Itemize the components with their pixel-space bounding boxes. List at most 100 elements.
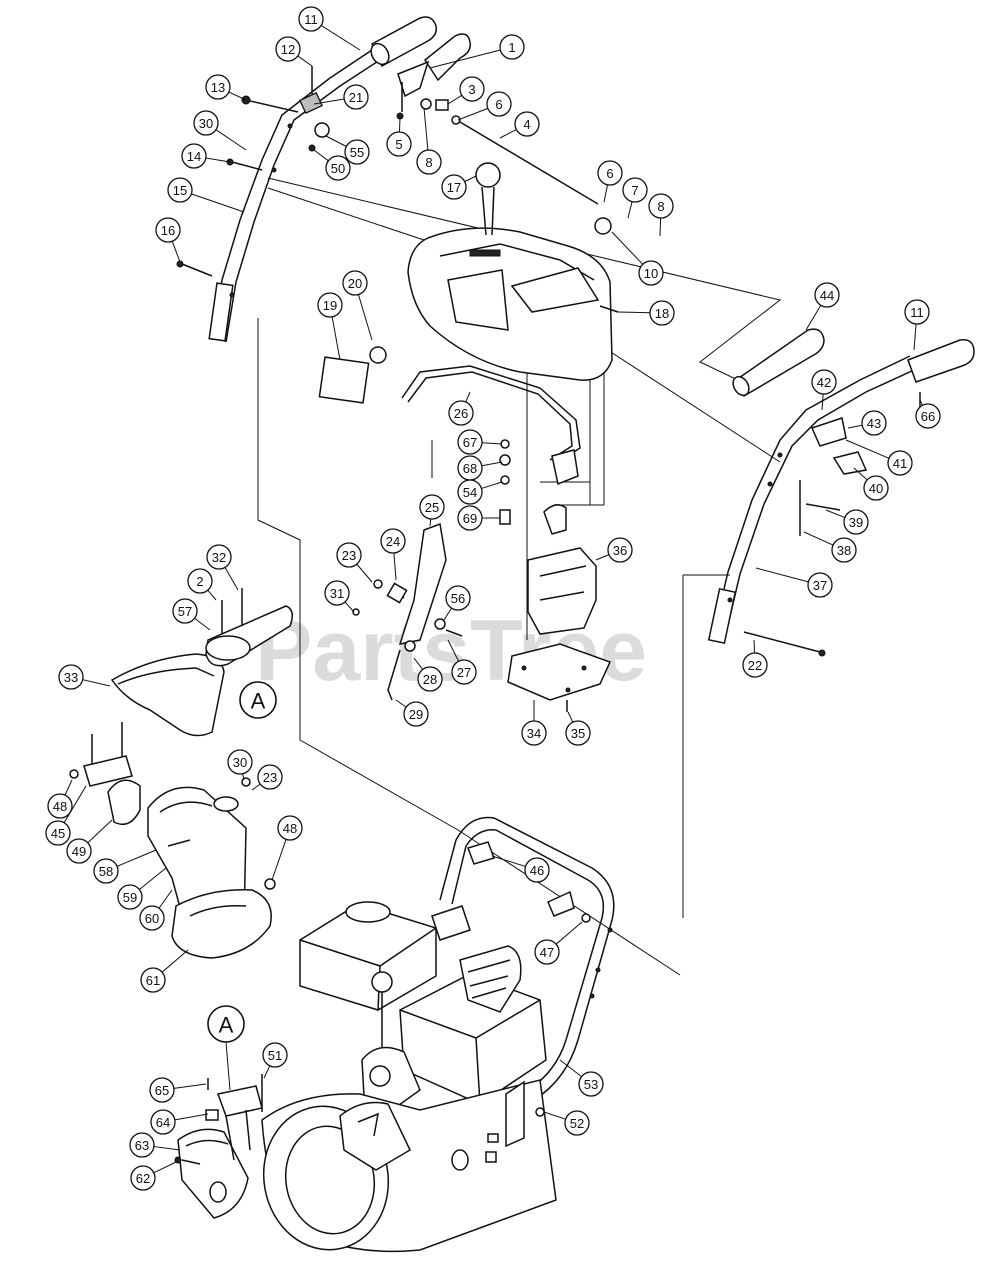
callout-leader — [228, 91, 247, 101]
callout-leader — [429, 518, 432, 527]
callout-27: 27 — [447, 639, 477, 685]
callout-circle — [380, 528, 406, 554]
callout-label: 47 — [540, 945, 554, 960]
callout-44: 44 — [805, 282, 840, 331]
callout-23: 23 — [251, 764, 283, 791]
callout-leader — [627, 201, 633, 219]
callout-circle — [811, 369, 837, 395]
callout-28: 28 — [413, 657, 443, 692]
callout-label: 26 — [454, 406, 468, 421]
callout-label: 29 — [409, 707, 423, 722]
callout-leader — [161, 949, 189, 973]
callout-circle — [167, 177, 193, 203]
callout-51: 51 — [262, 1042, 288, 1079]
callout-label: 48 — [53, 799, 67, 814]
callout-leader — [617, 311, 651, 314]
callout-leader — [413, 657, 424, 670]
callout-leader — [357, 294, 373, 341]
callout-leader — [481, 442, 503, 445]
callout-label: 51 — [268, 1048, 282, 1063]
callout-65: 65 — [149, 1077, 207, 1103]
callout-leader — [543, 1111, 566, 1120]
callout-label: 14 — [187, 149, 201, 164]
callout-circle — [93, 858, 119, 884]
discharge-chute — [147, 756, 276, 959]
callout-leader — [845, 439, 890, 459]
callout-label: 2 — [196, 574, 203, 589]
callout-leader — [805, 305, 822, 331]
callout-64: 64 — [150, 1109, 209, 1135]
callout-3: 3 — [447, 76, 485, 105]
callout-label: 6 — [495, 97, 502, 112]
callout-label: 65 — [155, 1083, 169, 1098]
callout-label: 6 — [606, 166, 613, 181]
callout-leader — [224, 567, 239, 591]
callout-leader — [481, 461, 503, 467]
callout-circle — [863, 475, 889, 501]
callout-30: 30 — [193, 110, 247, 151]
callout-leader — [116, 849, 157, 867]
callout-circle — [277, 815, 303, 841]
section-marker-a-top: A — [239, 681, 277, 719]
callout-circle — [317, 292, 343, 318]
callout-leader — [205, 157, 231, 163]
callout-label: 17 — [447, 180, 461, 195]
callout-label: 23 — [342, 548, 356, 563]
callout-circle — [416, 149, 442, 175]
callout-label: 50 — [331, 161, 345, 176]
callout-43: 43 — [847, 410, 887, 436]
callout-circle — [861, 410, 887, 436]
shift-rod — [401, 365, 581, 525]
callout-53: 53 — [559, 1059, 604, 1097]
callout-11: 11 — [904, 299, 930, 351]
callout-leader — [320, 24, 361, 51]
callout-label: 45 — [51, 826, 65, 841]
callout-label: 54 — [463, 485, 477, 500]
callout-label: 13 — [211, 80, 225, 95]
callout-58: 58 — [93, 849, 157, 884]
callout-circle — [257, 764, 283, 790]
callout-circle — [205, 74, 231, 100]
callout-10: 10 — [611, 231, 664, 286]
callout-leader — [356, 563, 373, 583]
callout-label: 28 — [423, 672, 437, 687]
callout-leader — [153, 1146, 181, 1151]
callout-leader — [191, 193, 245, 213]
callout-label: 7 — [631, 183, 638, 198]
callout-leader — [913, 323, 917, 351]
callout-leader — [555, 921, 583, 945]
callout-6: 6 — [457, 91, 512, 121]
callout-circle — [814, 282, 840, 308]
callout-circle — [403, 701, 429, 727]
callout-leader — [423, 107, 429, 151]
callout-circle — [521, 720, 547, 746]
callout-circle — [342, 270, 368, 296]
callout-circle — [457, 505, 483, 531]
lower-handle-frame — [439, 816, 615, 1141]
callout-leader — [271, 839, 287, 881]
callout-circle — [386, 131, 412, 157]
callout-circle — [904, 299, 930, 325]
callout-leader — [393, 552, 397, 581]
callout-circle — [648, 193, 674, 219]
callout-8: 8 — [416, 107, 442, 175]
callout-circle — [45, 820, 71, 846]
callout-label: 49 — [72, 844, 86, 859]
callout-circle — [129, 1132, 155, 1158]
callout-label: 18 — [655, 306, 669, 321]
callout-leader — [242, 773, 245, 781]
svg-text:A: A — [219, 1013, 234, 1038]
callout-47: 47 — [534, 921, 583, 965]
callout-label: 11 — [910, 305, 924, 320]
callout-69: 69 — [457, 505, 500, 531]
chute-base — [174, 1074, 263, 1219]
callout-19: 19 — [317, 292, 343, 361]
callout-leader — [173, 1083, 207, 1089]
callout-circle — [597, 160, 623, 186]
callout-circle — [324, 580, 350, 606]
callout-leader — [603, 184, 609, 203]
callout-21: 21 — [313, 84, 369, 110]
callout-label: 1 — [508, 40, 515, 55]
callout-leader — [398, 117, 401, 133]
